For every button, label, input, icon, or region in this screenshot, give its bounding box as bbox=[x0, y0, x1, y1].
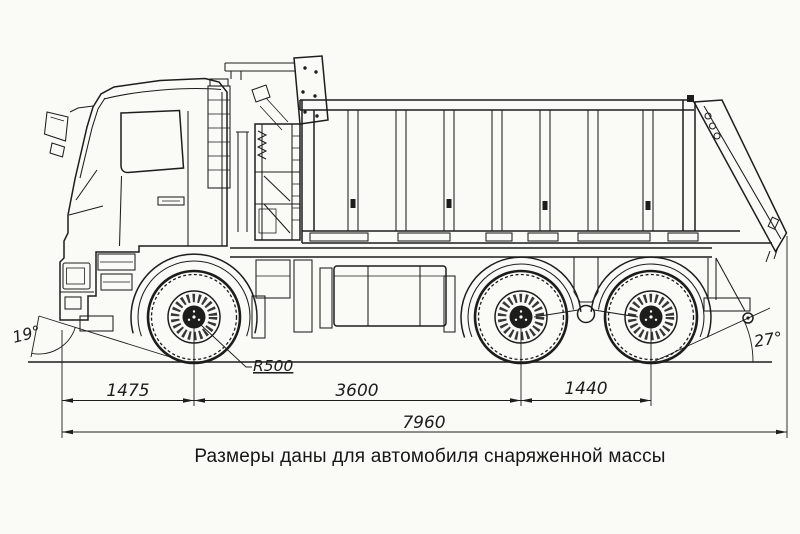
rear-tow-hitch bbox=[703, 257, 754, 324]
body-floor bbox=[302, 230, 772, 244]
fog-lamp bbox=[64, 296, 82, 310]
wiper bbox=[75, 169, 98, 201]
toolbox bbox=[255, 259, 291, 299]
coil-spring bbox=[256, 130, 268, 160]
chassis-frame bbox=[230, 247, 712, 333]
dimension-annotations: 1475 3600 1440 7960 19° 27° R500 bbox=[10, 236, 788, 438]
mirror-assembly bbox=[43, 105, 94, 158]
rear-fenders bbox=[460, 256, 712, 338]
departure-angle bbox=[652, 307, 771, 363]
air-intake bbox=[207, 78, 231, 189]
angle-label-rear: 27° bbox=[753, 328, 784, 351]
approach-angle bbox=[30, 315, 171, 358]
radius-label-front-wheel: R500 bbox=[253, 357, 293, 375]
cab-step-upper bbox=[97, 253, 136, 271]
mounting-pads bbox=[309, 232, 699, 242]
front-fender-arch bbox=[130, 253, 258, 334]
angle-label-front: 19° bbox=[10, 322, 42, 347]
front-spoiler-flap bbox=[79, 315, 114, 332]
exhaust-stack bbox=[236, 131, 249, 232]
dim-label-bogie-spread: 1440 bbox=[564, 379, 607, 399]
door-seam bbox=[118, 111, 189, 247]
radius-leader bbox=[200, 324, 252, 368]
mudflap-a bbox=[319, 267, 333, 329]
cab-step-lower bbox=[100, 273, 133, 291]
front-mudflap bbox=[251, 295, 266, 339]
hoist-tower bbox=[254, 123, 301, 241]
ladder-rungs bbox=[292, 135, 300, 221]
protective-canopy bbox=[224, 55, 329, 131]
door-handle bbox=[157, 196, 185, 206]
side-ribs bbox=[347, 100, 696, 231]
muffler bbox=[293, 259, 313, 333]
mudflap-b bbox=[443, 275, 456, 333]
headlight bbox=[62, 262, 91, 290]
cab-window bbox=[120, 109, 185, 174]
tailgate bbox=[687, 95, 788, 263]
fuel-tank bbox=[333, 265, 447, 327]
body-front-wall bbox=[301, 100, 315, 243]
cab bbox=[59, 77, 266, 339]
bogie-balancer bbox=[533, 257, 639, 324]
drawing-caption: Размеры даны для автомобиля снаряженной … bbox=[194, 446, 665, 467]
dim-label-overall-length: 7960 bbox=[402, 413, 445, 433]
tie-hooks bbox=[350, 199, 651, 210]
visor-plate bbox=[293, 55, 329, 125]
dump-body bbox=[299, 99, 772, 244]
dim-label-front-overhang: 1475 bbox=[106, 381, 149, 401]
dim-label-wheelbase: 3600 bbox=[335, 381, 378, 401]
